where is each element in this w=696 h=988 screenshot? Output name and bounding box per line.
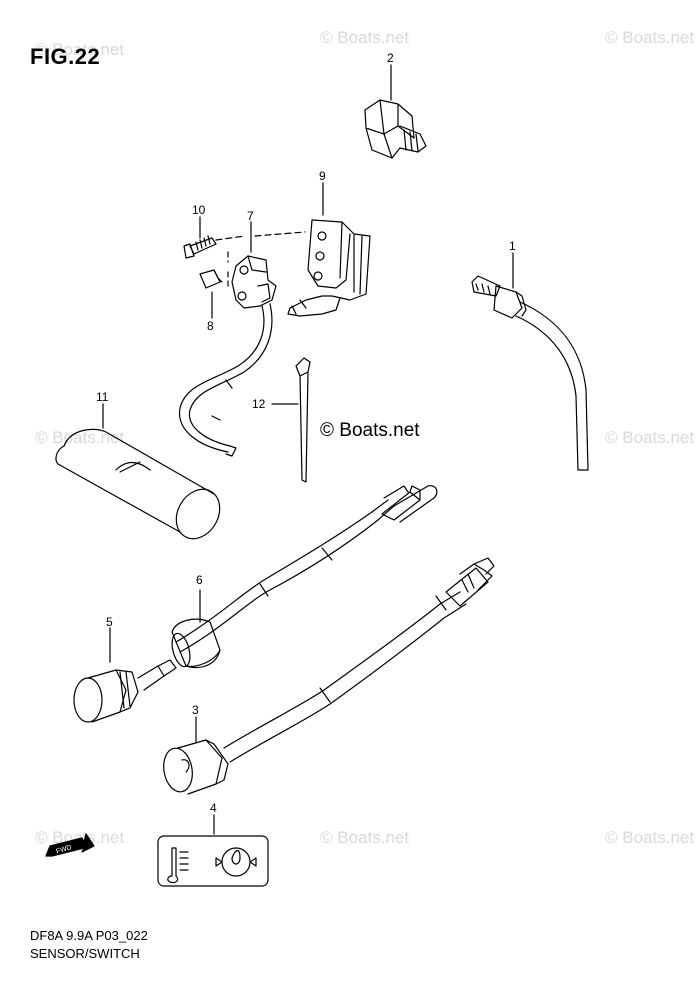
watermark: © Boats.net xyxy=(605,428,695,447)
part-10-screw xyxy=(183,216,217,259)
part-6-grommet xyxy=(171,589,221,669)
watermark: © Boats.net xyxy=(35,40,125,59)
part-8-clip xyxy=(199,269,223,319)
callout-8: 8 xyxy=(207,319,214,333)
fwd-label: FWD xyxy=(55,844,72,856)
part-1-sensor xyxy=(471,252,589,471)
watermark: © Boats.net xyxy=(320,828,410,847)
watermark: © Boats.net xyxy=(320,28,410,47)
callout-6: 6 xyxy=(196,573,203,587)
callout-3: 3 xyxy=(192,703,199,717)
part-3-sensor xyxy=(163,557,495,795)
part-7-switch xyxy=(231,221,277,309)
watermark: © Boats.net xyxy=(605,828,695,847)
callout-2: 2 xyxy=(387,51,394,65)
callout-9: 9 xyxy=(319,169,326,183)
part-2-sensor xyxy=(364,64,427,159)
watermark: © Boats.net xyxy=(605,28,695,47)
part-5-switch xyxy=(73,627,177,723)
callout-7: 7 xyxy=(247,209,254,223)
part-12-cable-tie xyxy=(271,357,311,483)
callout-5: 5 xyxy=(106,615,113,629)
callout-4: 4 xyxy=(210,801,217,815)
part-4-decal xyxy=(157,814,269,887)
diagram-caption: SENSOR/SWITCH xyxy=(30,946,140,961)
watermark: © Boats.net xyxy=(35,428,125,447)
model-code: DF8A 9.9A P03_022 xyxy=(30,928,148,943)
figure-title: FIG.22 xyxy=(30,44,101,69)
part-9-bracket xyxy=(287,182,371,317)
watermark: © Boats.net xyxy=(35,828,125,847)
callout-1: 1 xyxy=(509,239,516,253)
part-11-sleeve xyxy=(55,403,221,540)
fwd-arrow-icon xyxy=(45,833,95,857)
part-5-6-harness xyxy=(175,485,438,653)
brand-label: © Boats.net xyxy=(320,420,420,441)
callout-11: 11 xyxy=(96,390,109,404)
callout-10: 10 xyxy=(192,203,206,217)
part-7-wire xyxy=(179,303,273,457)
callout-12: 12 xyxy=(252,397,266,411)
callout-labels: 1 2 3 4 5 6 7 8 9 10 11 12 FWD xyxy=(55,51,516,856)
